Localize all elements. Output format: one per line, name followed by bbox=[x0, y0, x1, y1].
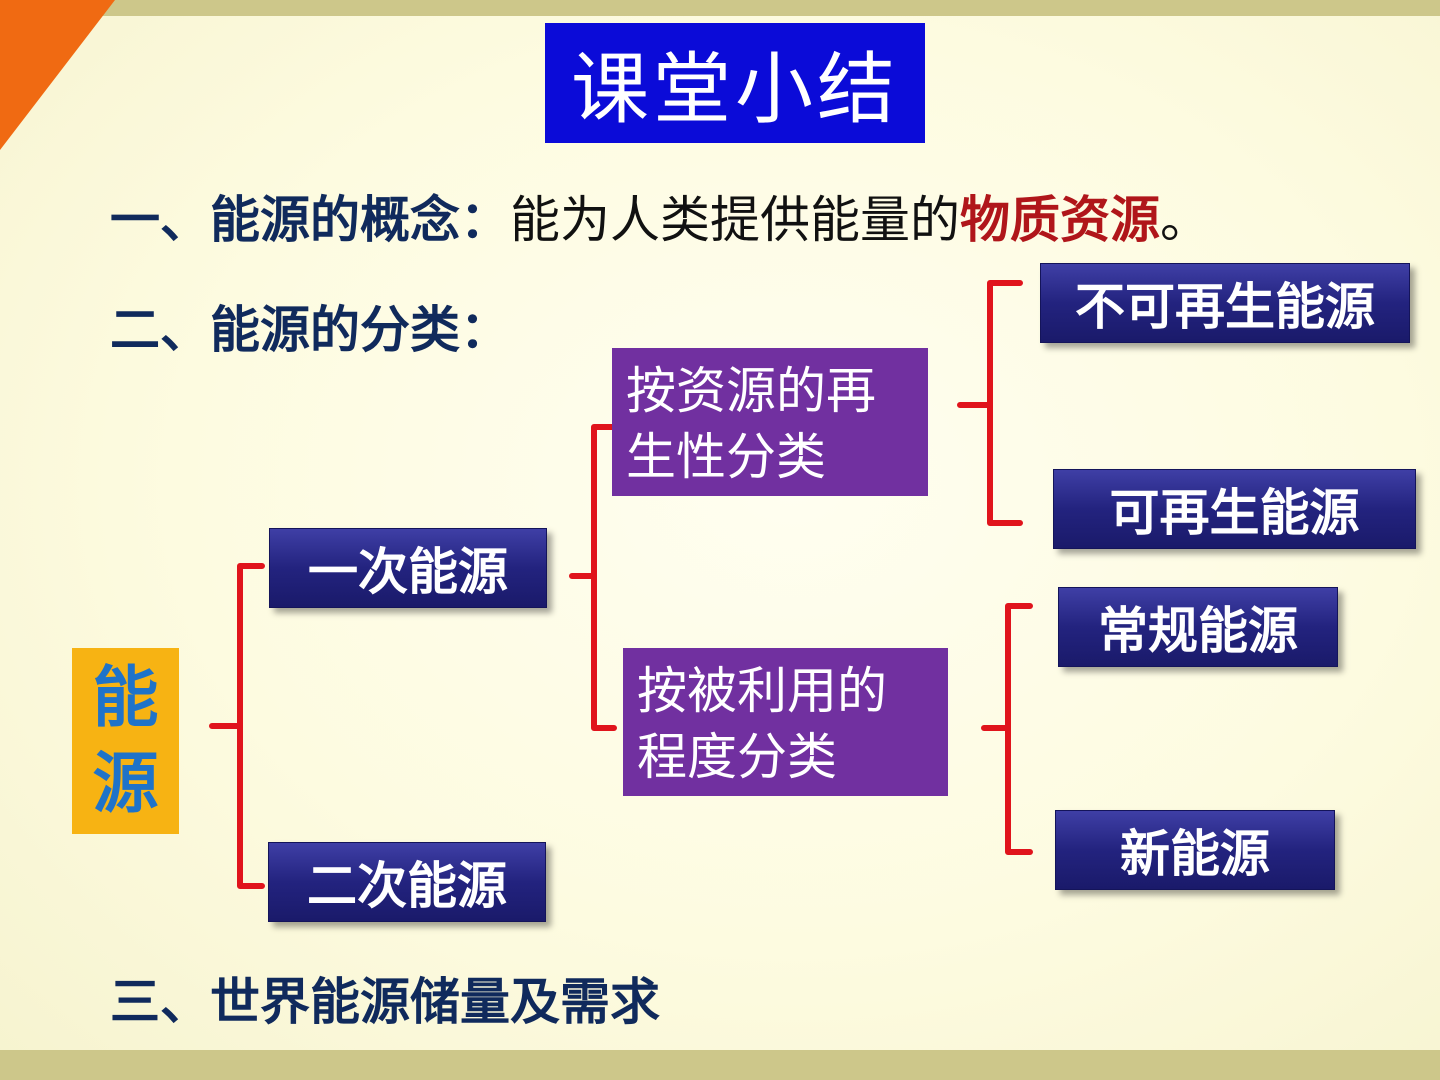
root-char-2: 源 bbox=[92, 745, 159, 822]
concept-highlight: 物质资源 bbox=[960, 191, 1160, 249]
energy-root: 能 源 bbox=[72, 648, 179, 834]
classification-heading: 二、能源的分类： bbox=[110, 301, 510, 359]
top-band bbox=[0, 0, 1440, 16]
primary-energy-box: 一次能源 bbox=[269, 528, 547, 608]
usage-category-box: 按被利用的 程度分类 bbox=[623, 648, 948, 796]
renewability-bracket bbox=[957, 280, 1023, 526]
concept-end: 。 bbox=[1160, 191, 1210, 249]
corner-accent bbox=[0, 0, 115, 150]
root-char-1: 能 bbox=[92, 659, 159, 736]
non-renewable-box: 不可再生能源 bbox=[1040, 263, 1410, 343]
concept-line: 一、能源的概念：能为人类提供能量的物质资源。 bbox=[110, 180, 1210, 252]
secondary-energy-box: 二次能源 bbox=[268, 842, 546, 922]
renewable-box: 可再生能源 bbox=[1053, 469, 1416, 549]
new-energy-box: 新能源 bbox=[1055, 810, 1335, 890]
reserves-heading: 三、世界能源储量及需求 bbox=[110, 973, 660, 1031]
renewability-category-box: 按资源的再 生性分类 bbox=[612, 348, 928, 496]
concept-text: 能为人类提供能量的 bbox=[510, 191, 960, 249]
primary-bracket bbox=[569, 424, 617, 731]
root-bracket bbox=[209, 563, 265, 889]
usage-bracket bbox=[981, 603, 1033, 855]
bottom-band bbox=[0, 1050, 1440, 1080]
conventional-energy-box: 常规能源 bbox=[1058, 587, 1338, 667]
slide-title: 课堂小结 bbox=[545, 23, 925, 143]
concept-label: 一、能源的概念： bbox=[110, 191, 510, 249]
